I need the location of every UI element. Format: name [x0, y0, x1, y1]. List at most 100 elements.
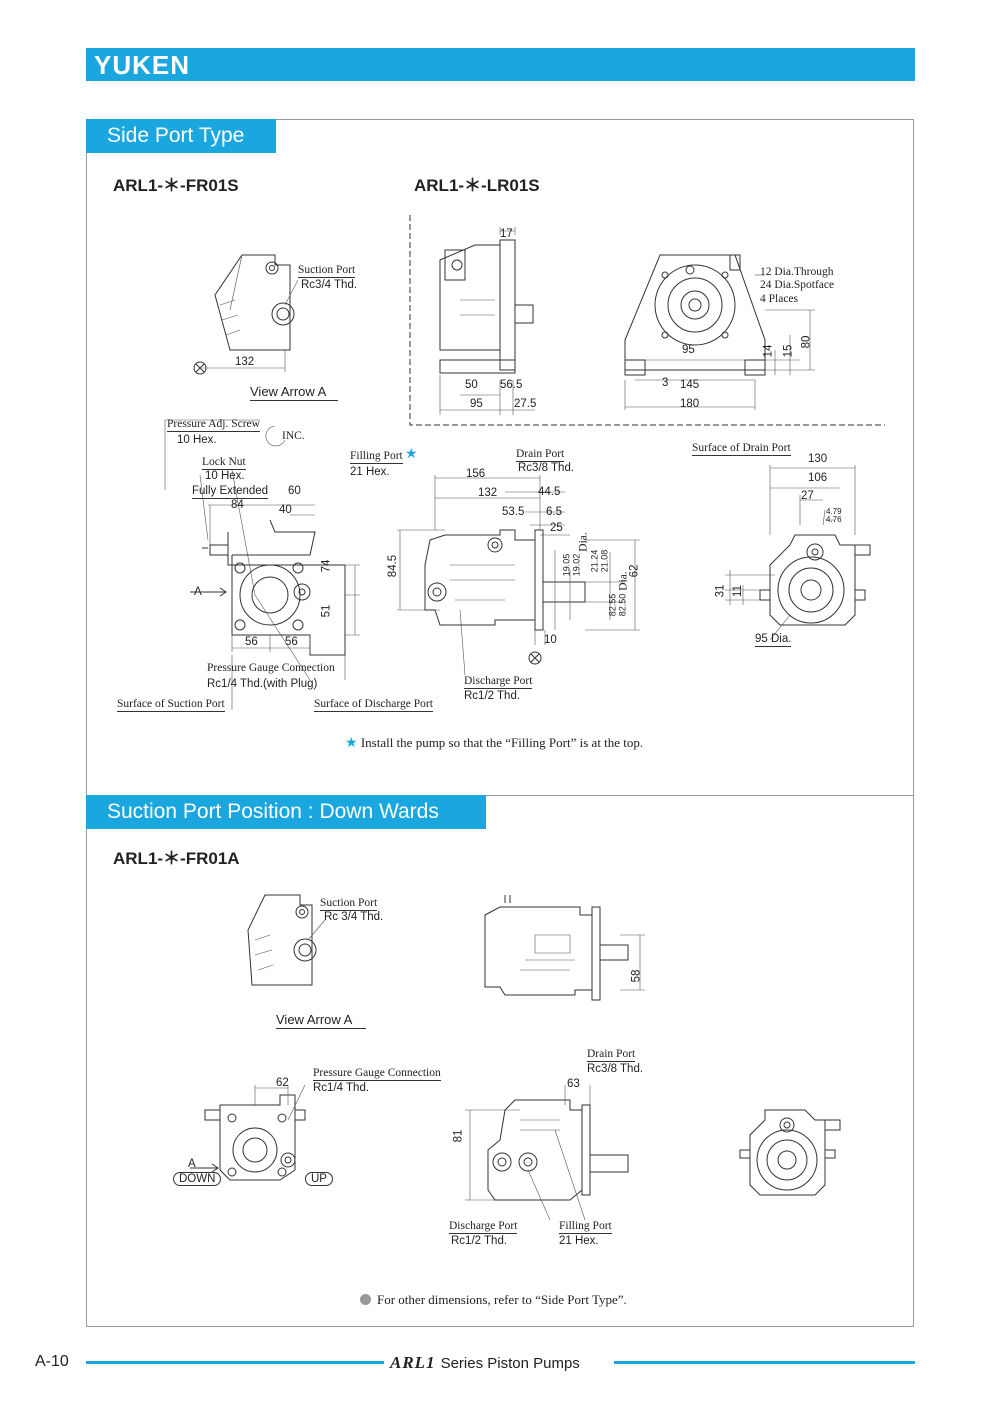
dim-4-76: 4.76	[826, 515, 842, 524]
dim-50: 50	[465, 379, 478, 391]
label-hex21: 21 Hex.	[350, 466, 390, 478]
model-fr01a: ARL1-＊-FR01A	[113, 849, 240, 868]
dim-132a: 132	[235, 356, 255, 368]
label-inc: INC.	[282, 430, 305, 442]
label-dia-through: 12 Dia.Through	[760, 266, 834, 278]
label-suction-thd: Rc3/4 Thd.	[301, 279, 358, 291]
dim-82-50: 82.50	[617, 593, 628, 617]
label-drain-thd-2: Rc3/8 Thd.	[587, 1063, 644, 1075]
label-drain-thd: Rc3/8 Thd.	[518, 462, 575, 474]
footer-line-left	[86, 1361, 384, 1364]
fr01a-front-drawing	[190, 1084, 306, 1181]
series-logo: ARL1	[390, 1353, 436, 1372]
label-discharge-port: Discharge Port	[464, 675, 533, 689]
label-suction-thd-2: Rc 3/4 Thd.	[324, 911, 384, 923]
dim-95a: 95	[682, 344, 695, 356]
dim-21-08: 21.08	[599, 549, 610, 573]
dim-62: 62	[628, 564, 641, 578]
label-hex10a: 10 Hex.	[177, 434, 217, 446]
dim-156: 156	[466, 468, 486, 480]
dim-40: 40	[279, 504, 292, 516]
view-arrow-a2-drawing	[247, 894, 326, 986]
star-icon: ★	[345, 736, 358, 751]
dim-4-79: 4.79	[826, 507, 842, 516]
dim-10: 10	[544, 634, 557, 646]
dim-19-02: 19.02	[571, 553, 582, 577]
fr01a-side-top-drawing	[484, 895, 645, 1001]
label-drain-port-2: Drain Port	[587, 1048, 636, 1062]
label-gauge-conn: Pressure Gauge Connection	[207, 662, 335, 674]
fr01a-rear-drawing	[739, 1109, 841, 1196]
label-filling-port: Filling Port	[350, 450, 403, 464]
label-surface-discharge: Surface of Discharge Port	[314, 698, 433, 712]
bullet-icon	[360, 1294, 371, 1305]
label-drain-port: Drain Port	[516, 448, 565, 462]
label-view-arrow-2: View Arrow A	[276, 1012, 366, 1029]
dim-17: 17	[500, 228, 513, 240]
badge-down: DOWN	[173, 1172, 222, 1186]
label-gauge-conn-2: Pressure Gauge Connection	[313, 1067, 441, 1081]
label-places: 4 Places	[760, 293, 799, 305]
section-title-down-wards: Suction Port Position : Down Wards	[86, 795, 486, 829]
dim-106: 106	[808, 472, 828, 484]
label-discharge-thd-2: Rc1/2 Thd.	[451, 1235, 508, 1247]
lr01s-drawing	[409, 215, 885, 426]
label-dia-95: 95 Dia.	[755, 633, 792, 647]
label-filling-port-2: Filling Port	[559, 1220, 612, 1234]
dim-31: 31	[714, 584, 727, 598]
view-arrow-a-drawing	[193, 254, 299, 375]
fr01a-side-bottom-drawing	[465, 1085, 629, 1221]
label-surface-drain: Surface of Drain Port	[692, 442, 791, 456]
label-spotface: 24 Dia.Spotface	[760, 279, 835, 291]
dim-14: 14	[762, 344, 775, 358]
dim-82-55: 82.55	[607, 593, 618, 617]
dim-180: 180	[680, 398, 700, 410]
header-bar	[86, 48, 915, 81]
dim-27-5: 27.5	[514, 398, 537, 410]
dim-80: 80	[800, 335, 813, 349]
label-gauge-thd-2: Rc1/4 Thd.	[313, 1082, 370, 1094]
dim-62-b: 62	[276, 1077, 289, 1089]
dim-51: 51	[320, 604, 333, 618]
footer-line-right	[614, 1361, 915, 1364]
page-number: A-10	[35, 1353, 69, 1370]
note-filling-port: ★ Install the pump so that the “Filling …	[345, 735, 644, 751]
dim-25: 25	[550, 522, 563, 534]
badge-up: UP	[305, 1172, 333, 1186]
label-view-arrow: View Arrow A	[250, 384, 338, 401]
drain-surface-drawing	[725, 465, 871, 641]
dim-84-5: 84.5	[387, 554, 400, 578]
dim-3: 3	[662, 377, 669, 389]
dim-56a: 56	[245, 636, 258, 648]
arrow-a-1: A	[194, 586, 202, 598]
dim-19-05: 19.05	[561, 553, 572, 577]
label-fully-extended: Fully Extended	[192, 485, 269, 499]
arrow-a-2: A	[188, 1158, 196, 1170]
dim-44-5: 44.5	[538, 486, 561, 498]
dim-56b: 56	[285, 636, 298, 648]
model-lr01s: ARL1-＊-LR01S	[414, 176, 540, 195]
dim-6-5: 6.5	[546, 506, 562, 518]
section-divider	[86, 795, 914, 796]
section-title-side-port: Side Port Type	[86, 119, 276, 153]
star-icon: ★	[405, 445, 418, 461]
dim-63: 63	[567, 1078, 580, 1090]
dim-130: 130	[808, 453, 828, 465]
dim-21-24: 21.24	[589, 549, 600, 573]
model-fr01s: ARL1-＊-FR01S	[113, 176, 239, 195]
dim-11: 11	[731, 585, 744, 597]
label-hex21-2: 21 Hex.	[559, 1235, 599, 1247]
dim-58: 58	[630, 969, 643, 983]
label-gauge-thd: Rc1/4 Thd.(with Plug)	[207, 678, 318, 690]
label-dia-1: Dia.	[577, 532, 590, 552]
dim-145: 145	[680, 379, 700, 391]
label-discharge-port-2: Discharge Port	[449, 1220, 518, 1234]
dim-132b: 132	[478, 487, 498, 499]
label-discharge-thd: Rc1/2 Thd.	[464, 690, 521, 702]
label-suction-port: Suction Port	[298, 264, 356, 278]
note-other-dimensions: For other dimensions, refer to “Side Por…	[360, 1292, 627, 1308]
dim-56-5: 56.5	[500, 379, 523, 391]
label-lock-nut: Lock Nut	[202, 456, 246, 470]
dim-15: 15	[782, 344, 795, 358]
